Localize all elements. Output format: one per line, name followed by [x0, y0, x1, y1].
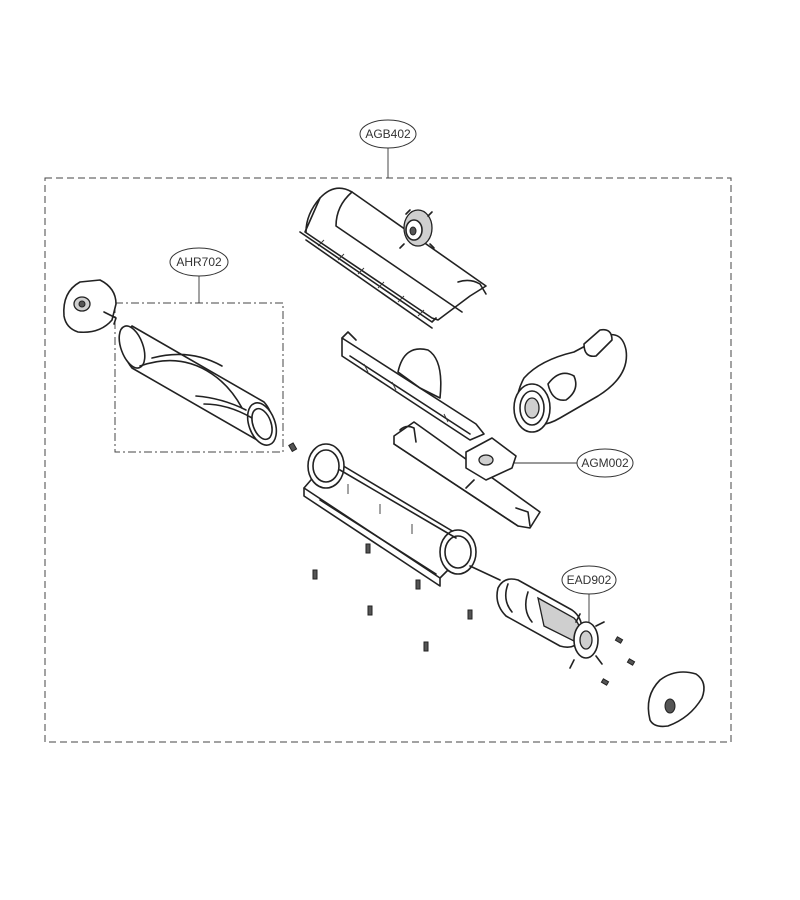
svg-text:EAD902: EAD902: [567, 573, 612, 587]
screw: [312, 569, 318, 580]
screw: [365, 543, 371, 554]
deflector-plate-part: [341, 331, 485, 441]
screw: [288, 442, 298, 453]
screw: [600, 678, 610, 686]
top-cover-part: [299, 187, 487, 329]
screw: [415, 579, 421, 590]
screws: [288, 442, 636, 686]
screw: [367, 605, 373, 616]
svg-text:AGB402: AGB402: [365, 127, 411, 141]
motor-part: [469, 565, 605, 669]
svg-text:AHR702: AHR702: [176, 255, 222, 269]
screw: [614, 636, 624, 644]
right-end-cap-part: [647, 671, 705, 728]
lower-housing-part: [303, 443, 477, 587]
gear-part: [399, 209, 435, 249]
label-agb402: AGB402: [359, 119, 417, 149]
brush-roll-part: [118, 325, 278, 446]
label-ead902: EAD902: [561, 565, 617, 595]
screw: [626, 658, 636, 666]
left-end-cap-part: [63, 279, 117, 334]
swivel-neck-part: [513, 328, 628, 433]
screw: [467, 609, 473, 620]
label-ahr702: AHR702: [169, 247, 229, 277]
label-agm002: AGM002: [576, 448, 634, 478]
agm002-frame-part: [393, 421, 541, 529]
screw: [423, 641, 429, 652]
svg-text:AGM002: AGM002: [581, 456, 629, 470]
